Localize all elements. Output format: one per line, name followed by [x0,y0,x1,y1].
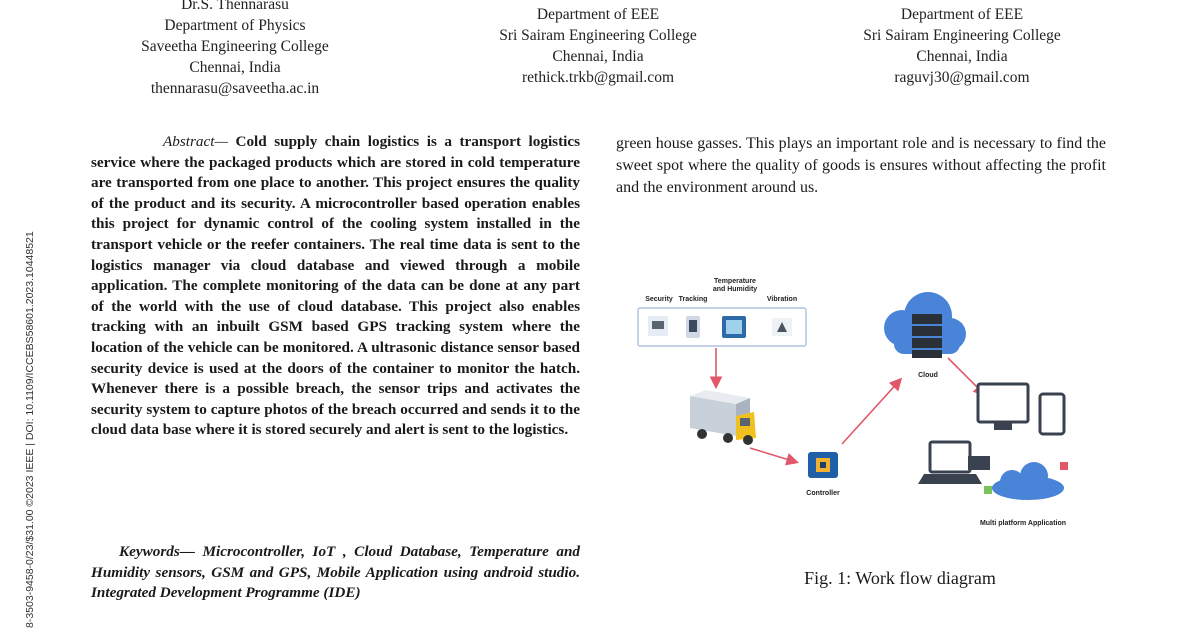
author-dept: Department of EEE [536,6,660,23]
sensor-label-security: Security [645,296,673,303]
workflow-figure: Security Tracking Temperature and Humidi… [632,276,1092,536]
cloud-icon [884,292,966,358]
author-email: rethick.trkb@gmail.com [521,69,674,86]
controller-icon [808,452,838,478]
author-city: Chennai, India [189,59,281,76]
arrow-truck-to-controller [749,447,800,466]
controller-label: Controller [806,490,840,497]
author-name: Dr.S. Thennarasu [181,0,289,13]
author-email: raguvj30@gmail.com [894,69,1030,86]
abstract-lead: Abstract— [163,133,228,150]
vibration-icon [772,318,792,336]
abstract: Abstract— Cold supply chain logistics is… [91,132,580,441]
cloud-label: Cloud [918,372,938,379]
author-city: Chennai, India [552,48,644,65]
sensor-label-temperature-humidity: Temperature and Humidity [712,278,758,293]
author-dept: Department of Physics [164,17,306,34]
figure-caption: Fig. 1: Work flow diagram [804,568,996,588]
workflow-diagram [637,292,1068,500]
right-column-paragraph: green house gasses. This plays an import… [616,135,1106,196]
keywords-body: Microcontroller, IoT , Cloud Database, T… [91,543,581,602]
multi-platform-devices-icon [918,382,1068,500]
temperature-humidity-icon [722,316,746,338]
author-affiliation-2: Department of EEE Sri Sairam Engineering… [470,4,726,88]
sensor-label-vibration: Vibration [766,296,798,303]
author-college: Saveetha Engineering College [141,38,329,55]
author-college: Sri Sairam Engineering College [863,27,1061,44]
side-identifier: 8-3503-9458-0/23/$31.00 ©2023 IEEE | DOI… [24,231,36,628]
abstract-body: Cold supply chain logistics is a transpo… [91,133,581,439]
author-email: thennarasu@saveetha.ac.in [150,80,320,97]
author-city: Chennai, India [916,48,1008,65]
sensor-label-tracking: Tracking [678,296,708,303]
keywords-lead: Keywords— [119,543,195,560]
author-college: Sri Sairam Engineering College [499,27,697,44]
keywords: Keywords— Microcontroller, IoT , Cloud D… [91,542,580,604]
author-affiliation-1: Dr.S. Thennarasu Department of Physics S… [110,0,360,99]
security-icon [648,316,668,336]
truck-icon [690,390,756,445]
arrow-controller-to-cloud [841,377,903,445]
app-label: Multi platform Application [979,520,1067,527]
author-affiliation-3: Department of EEE Sri Sairam Engineering… [832,4,1092,88]
author-dept: Department of EEE [900,6,1024,23]
tracking-icon [686,316,700,338]
